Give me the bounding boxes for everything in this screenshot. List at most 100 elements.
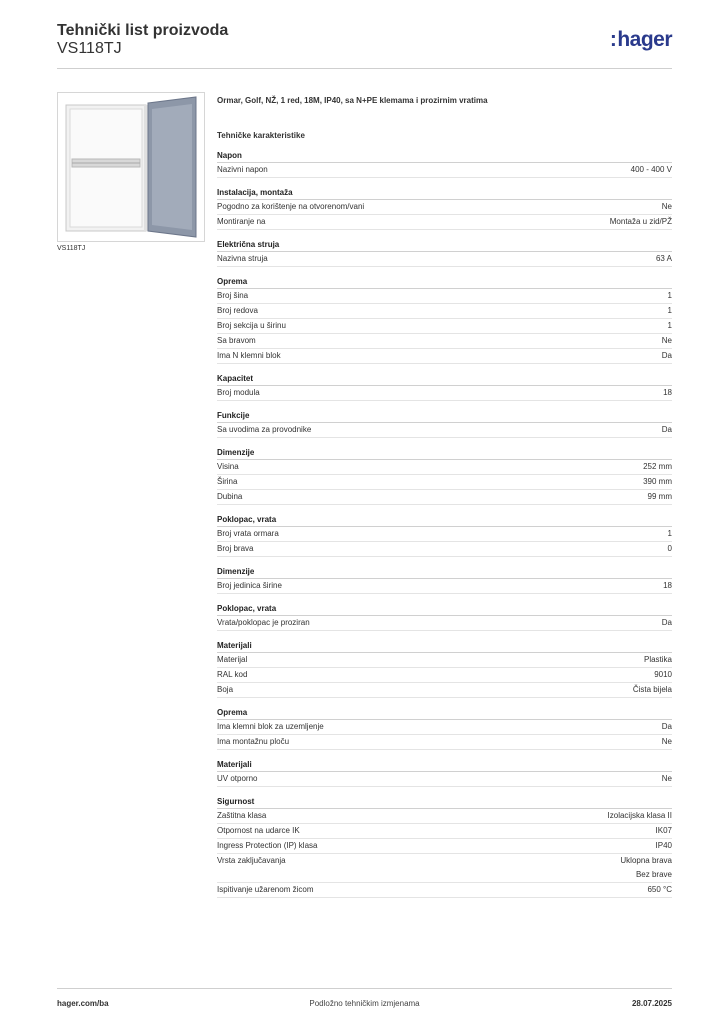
product-image <box>57 92 205 242</box>
spec-label: Broj jedinica širine <box>217 581 282 590</box>
spec-group-title: Instalacija, montaža <box>217 187 672 200</box>
spec-label: Sa bravom <box>217 336 256 345</box>
spec-value: Montaža u zid/PŽ <box>609 217 672 226</box>
spec-value: 1 <box>667 306 672 315</box>
image-caption: VS118TJ <box>57 245 86 252</box>
spec-group-title: Dimenzije <box>217 566 672 579</box>
spec-value: Da <box>661 722 672 731</box>
document-title: Tehnički list proizvoda <box>57 22 229 39</box>
spec-row: Sa uvodima za provodnike Da <box>217 423 672 438</box>
spec-label: Širina <box>217 477 238 486</box>
spec-value: 18 <box>663 388 672 397</box>
spec-row: Širina 390 mm <box>217 475 672 490</box>
spec-row: Sa bravom Ne <box>217 334 672 349</box>
spec-label: Materijal <box>217 655 248 664</box>
spec-label: Ingress Protection (IP) klasa <box>217 841 318 850</box>
spec-value: 1 <box>667 529 672 538</box>
spec-label: Pogodno za korištenje na otvorenom/vani <box>217 202 365 211</box>
footer-website[interactable]: hager.com/ba <box>57 999 109 1008</box>
spec-label: Broj modula <box>217 388 260 397</box>
spec-label: Broj sekcija u širinu <box>217 321 286 330</box>
spec-label: Vrata/poklopac je proziran <box>217 618 310 627</box>
spec-value: IP40 <box>655 841 672 850</box>
footer-note: Podložno tehničkim izmjenama <box>309 999 420 1008</box>
spec-label: Broj brava <box>217 544 254 553</box>
spec-value: 400 - 400 V <box>630 165 672 174</box>
spec-label: Boja <box>217 685 234 694</box>
spec-value: 1 <box>667 291 672 300</box>
spec-label: Ispitivanje užarenom žicom <box>217 885 314 894</box>
spec-label: Ima klemni blok za uzemljenje <box>217 722 324 731</box>
spec-group-title: Oprema <box>217 276 672 289</box>
document-header: Tehnički list proizvoda VS118TJ :hager <box>57 20 672 69</box>
spec-label: Zaštitna klasa <box>217 811 267 820</box>
spec-row: Pogodno za korištenje na otvorenom/vani N… <box>217 200 672 215</box>
spec-label: Ima montažnu ploču <box>217 737 290 746</box>
product-code: VS118TJ <box>57 40 122 57</box>
spec-label: Otpornost na udarce IK <box>217 826 300 835</box>
spec-label: Nazivna struja <box>217 254 268 263</box>
spec-value: Da <box>661 425 672 434</box>
spec-row: Ingress Protection (IP) klasa IP40 <box>217 839 672 854</box>
spec-row: Montiranje na Montaža u zid/PŽ <box>217 215 672 230</box>
spec-group-title: Funkcije <box>217 410 672 423</box>
spec-row: RAL kod 9010 <box>217 668 672 683</box>
spec-value: Ne <box>661 202 672 211</box>
spec-group-title: Poklopac, vrata <box>217 603 672 616</box>
spec-label: Broj vrata ormara <box>217 529 279 538</box>
spec-label: Vrsta zaključavanja <box>217 856 286 865</box>
spec-value: Da <box>661 351 672 360</box>
spec-group-title: Materijali <box>217 759 672 772</box>
spec-label: RAL kod <box>217 670 248 679</box>
spec-value: IK07 <box>655 826 672 835</box>
hager-logo: :hager <box>609 28 673 51</box>
spec-value: Ne <box>661 774 672 783</box>
spec-row: Broj sekcija u širinu 1 <box>217 319 672 334</box>
spec-row: Visina 252 mm <box>217 460 672 475</box>
spec-value: 390 mm <box>643 477 672 486</box>
spec-label: Montiranje na <box>217 217 266 226</box>
spec-label: Broj šina <box>217 291 249 300</box>
spec-label: Sa uvodima za provodnike <box>217 425 312 434</box>
spec-row: Boja Čista bijela <box>217 683 672 698</box>
spec-group-title: Električna struja <box>217 239 672 252</box>
spec-row: Ima klemni blok za uzemljenje Da <box>217 720 672 735</box>
spec-label: Nazivni napon <box>217 165 268 174</box>
spec-value: Ne <box>661 336 672 345</box>
spec-value: 9010 <box>654 670 672 679</box>
spec-value: Da <box>661 618 672 627</box>
spec-group-title: Poklopac, vrata <box>217 514 672 527</box>
spec-group-title: Napon <box>217 150 672 163</box>
spec-group-title: Kapacitet <box>217 373 672 386</box>
spec-value: 252 mm <box>643 462 672 471</box>
spec-value: Plastika <box>643 655 672 664</box>
spec-value: 1 <box>667 321 672 330</box>
spec-label: Visina <box>217 462 239 471</box>
document-footer: hager.com/ba Podložno tehničkim izmjenam… <box>57 988 672 1019</box>
spec-row: Otpornost na udarce IK IK07 <box>217 824 672 839</box>
spec-group-title: Dimenzije <box>217 447 672 460</box>
section-title: Tehničke karakteristike <box>217 131 305 140</box>
spec-group-title: Sigurnost <box>217 796 672 809</box>
spec-value: 99 mm <box>647 492 672 501</box>
spec-value: Čista bijela <box>632 685 672 694</box>
